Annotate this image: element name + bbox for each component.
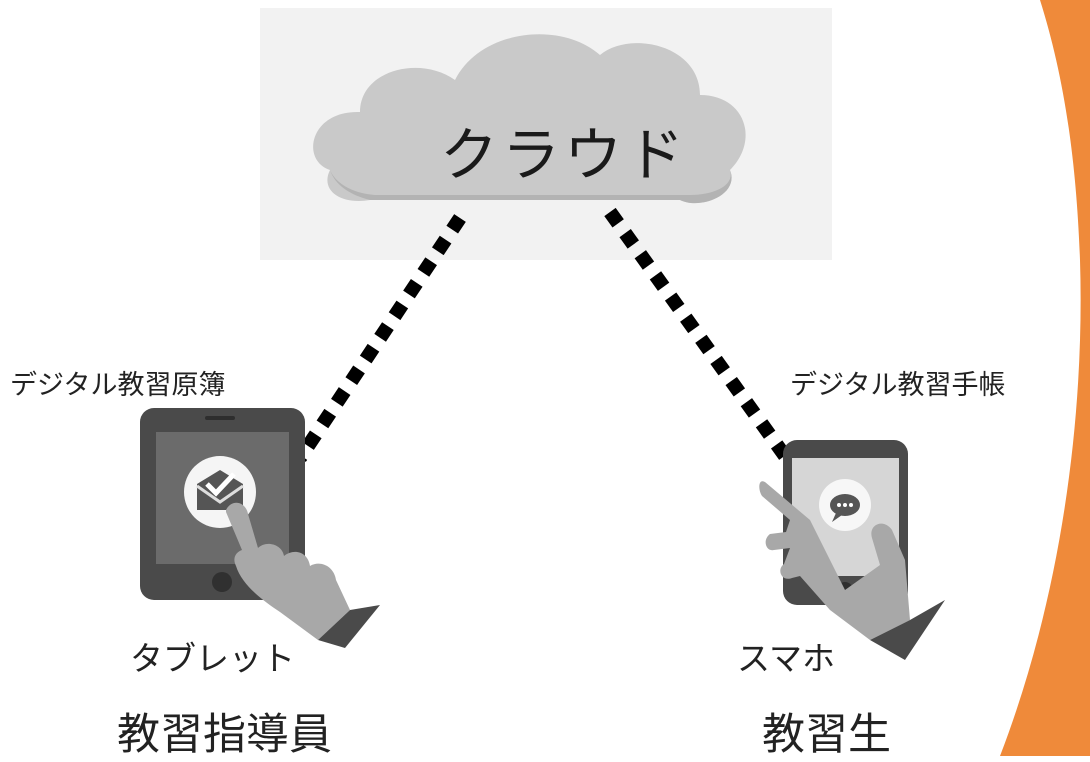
student-system-label: デジタル教習手帳 [790,370,1006,401]
instructor-role-label: 教習指導員 [117,710,332,760]
smartphone-label: スマホ [737,639,836,678]
student-role-label: 教習生 [762,710,891,760]
instructor-system-label: デジタル教習原簿 [10,370,226,401]
cloud-label: クラウド [440,121,689,189]
tablet-label: タブレット [130,639,295,678]
